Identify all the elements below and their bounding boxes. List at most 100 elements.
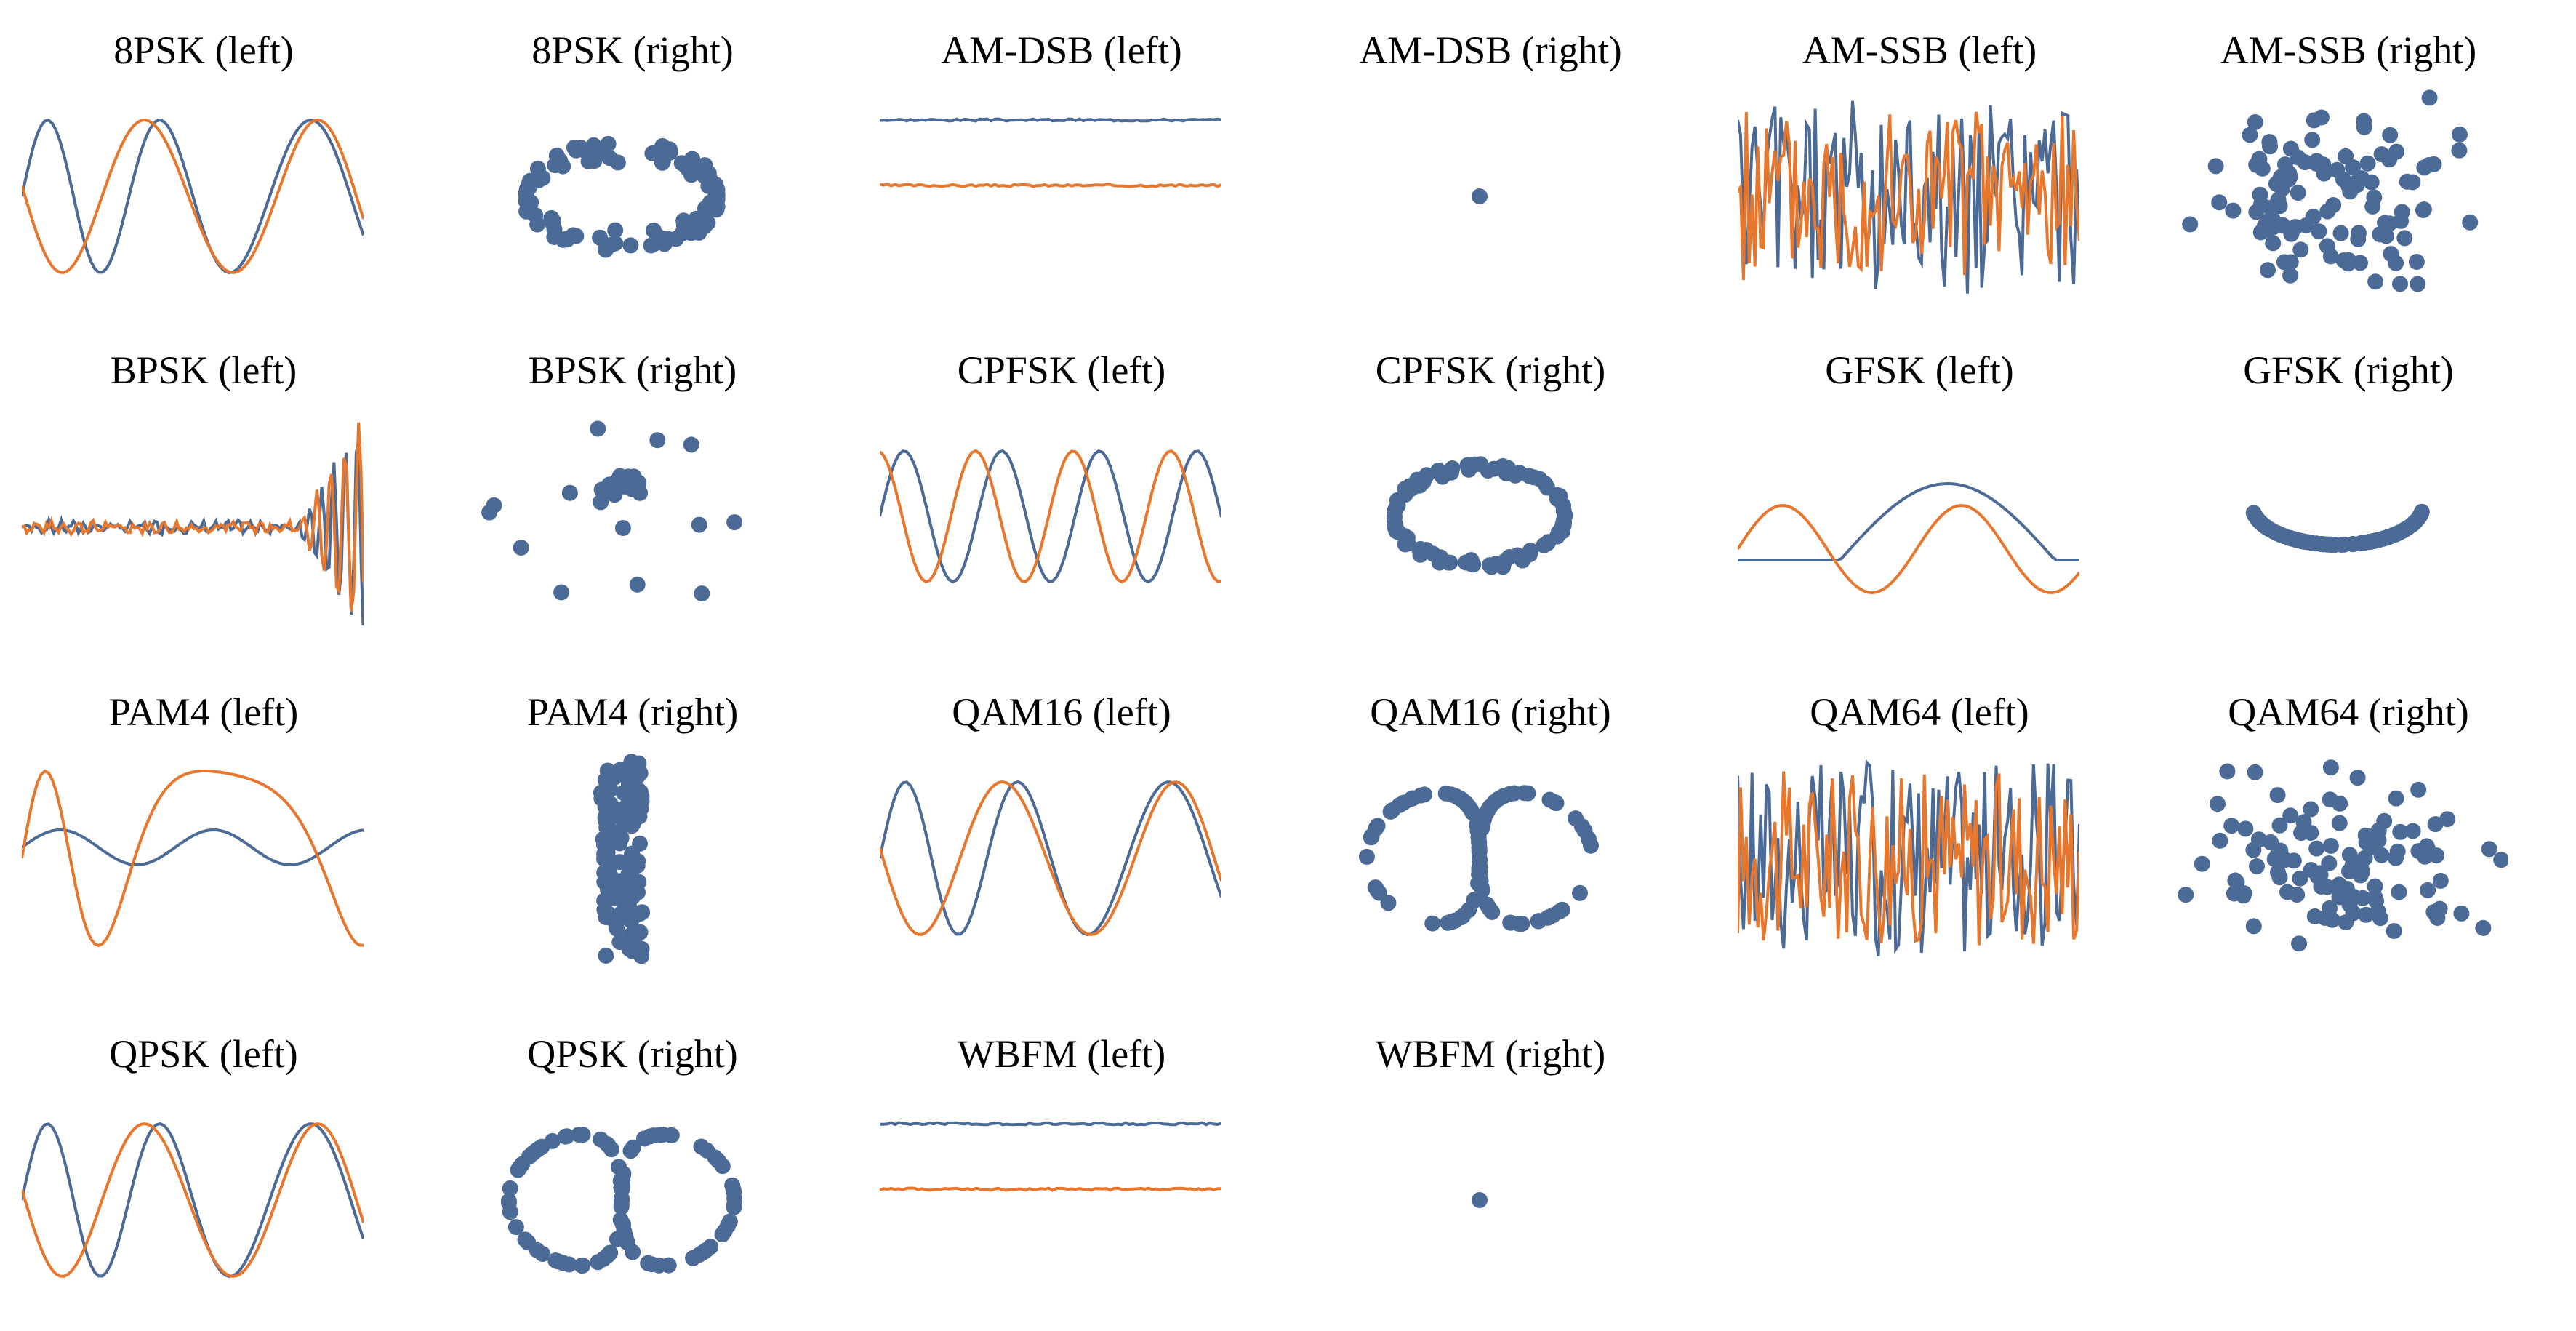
constellation-point (599, 844, 616, 861)
constellation-point (673, 155, 690, 172)
i-channel-line (1738, 481, 2079, 561)
constellation-point (2287, 219, 2303, 236)
constellation-point (2388, 255, 2404, 271)
constellation-point (2356, 850, 2373, 866)
constellation-point (2254, 160, 2271, 177)
i-channel-line (1738, 100, 2079, 294)
constellation-point (2427, 816, 2444, 833)
constellation-point (2399, 173, 2415, 190)
constellation-point (2223, 818, 2240, 834)
constellation-point (629, 576, 646, 593)
q-channel-line (880, 183, 1221, 188)
constellation-point (2289, 887, 2306, 903)
constellation-point (2392, 823, 2409, 840)
constellation-point (2282, 267, 2299, 284)
constellation-point (630, 874, 647, 890)
constellation-point (1429, 463, 1446, 480)
chart-panel: PAM4 (left) (15, 676, 393, 989)
constellation-point (2271, 198, 2288, 215)
panel-title: WBFM (right) (1375, 1032, 1606, 1076)
constellation-point (2260, 262, 2276, 279)
constellation-point (2412, 505, 2429, 522)
constellation-point (1387, 519, 1403, 536)
chart-panel: AM-DSB (left) (872, 15, 1251, 327)
constellation-point (1432, 549, 1449, 566)
constellation-point (2249, 858, 2265, 874)
constellation-plot (2245, 503, 2430, 553)
constellation-point (632, 835, 648, 852)
panel-title: AM-SSB (left) (1802, 28, 2037, 72)
constellation-point (694, 585, 710, 602)
constellation-point (623, 767, 640, 784)
constellation-point (571, 140, 587, 157)
q-channel-line (880, 1186, 1221, 1192)
chart-panel: BPSK (left) (15, 335, 393, 647)
constellation-point (614, 1191, 630, 1208)
constellation-point (1382, 803, 1399, 820)
chart-panel: PAM4 (right) (444, 676, 822, 989)
constellation-point (726, 1197, 742, 1214)
constellation-point (1397, 529, 1413, 546)
constellation-point (614, 520, 631, 536)
constellation-point (655, 231, 672, 247)
constellation-plot (1386, 456, 1573, 575)
constellation-point (1471, 834, 1488, 851)
constellation-point (614, 1179, 630, 1196)
constellation-point (2211, 194, 2228, 211)
constellation-point (2285, 852, 2302, 869)
constellation-point (2340, 252, 2356, 268)
constellation-point (1387, 503, 1403, 519)
chart-panel: QAM16 (right) (1301, 676, 1680, 989)
constellation-point (2311, 865, 2328, 882)
constellation-point (2252, 186, 2268, 203)
constellation-point (2245, 918, 2262, 935)
constellation-point (1437, 785, 1454, 802)
constellation-point (2207, 158, 2224, 175)
constellation-point (2282, 807, 2299, 824)
constellation-point (2270, 864, 2286, 881)
constellation-point (725, 1182, 742, 1199)
constellation-point (2247, 764, 2263, 780)
constellation-point (2325, 197, 2342, 213)
constellation-point (1550, 524, 1567, 541)
constellation-point (611, 854, 628, 871)
constellation-plot (1472, 188, 1488, 204)
constellation-point (632, 783, 649, 800)
constellation-point (557, 1128, 574, 1145)
constellation-point (700, 165, 717, 182)
i-channel-line (22, 828, 364, 867)
constellation-point (2293, 533, 2310, 550)
constellation-point (596, 901, 613, 918)
constellation-point (2351, 225, 2367, 241)
constellation-point (2410, 276, 2426, 292)
panel-title: QPSK (right) (527, 1032, 738, 1076)
constellation-point (1412, 540, 1429, 557)
constellation-point (549, 1252, 565, 1269)
constellation-point (507, 1219, 524, 1236)
constellation-point (2219, 763, 2236, 780)
chart-panel: BPSK (right) (444, 335, 822, 647)
constellation-point (1507, 467, 1524, 484)
panel-title: 8PSK (right) (531, 28, 734, 72)
constellation-point (481, 504, 498, 521)
constellation-point (2370, 832, 2387, 849)
constellation-point (1539, 535, 1556, 551)
constellation-point (2277, 156, 2293, 173)
panel-title: GFSK (right) (2243, 348, 2454, 392)
constellation-point (1482, 558, 1499, 575)
constellation-point (2329, 161, 2346, 178)
constellation-point (2293, 825, 2310, 842)
constellation-point (2324, 536, 2340, 553)
chart-panel: CPFSK (right) (1301, 335, 1680, 647)
constellation-point (2382, 127, 2399, 143)
constellation-point (630, 755, 647, 772)
constellation-plot (2182, 89, 2479, 292)
chart-panel: QAM16 (left) (872, 676, 1251, 989)
panel-title: QAM64 (left) (1810, 690, 2029, 734)
constellation-point (2462, 214, 2479, 231)
constellation-point (1496, 553, 1513, 569)
constellation-point (2432, 872, 2449, 889)
constellation-point (1363, 828, 1379, 845)
constellation-point (634, 904, 651, 921)
constellation-point (2420, 157, 2437, 173)
